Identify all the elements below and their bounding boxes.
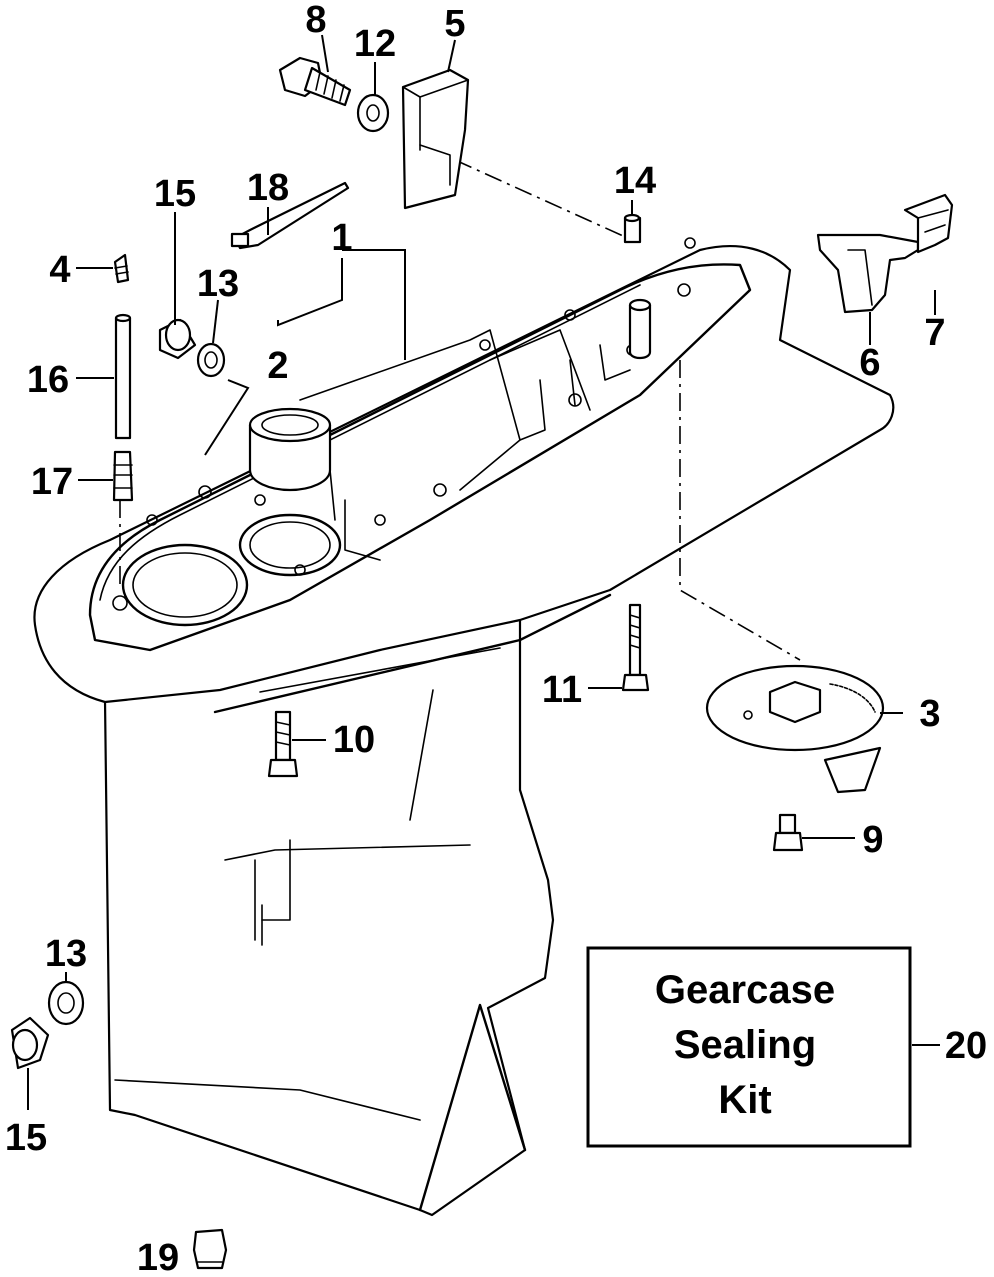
callout-13-lower: 13: [45, 933, 87, 975]
part-14-pin: [623, 213, 642, 244]
part-3-trim-tab: [705, 664, 885, 794]
part-18-cable-tie: [230, 181, 350, 250]
callout-5: 5: [444, 3, 465, 45]
part-13-washer-lower: [47, 980, 85, 1026]
kit-line-1: Gearcase: [655, 968, 835, 1012]
callout-2: 2: [267, 345, 288, 387]
callout-3: 3: [919, 693, 940, 735]
callout-19: 19: [137, 1237, 179, 1277]
callout-4: 4: [49, 249, 70, 291]
gearcase-housing: [33, 237, 895, 1217]
part-10-bolt: [267, 710, 299, 778]
part-6-intake-screen: [816, 233, 920, 314]
part-11-bolt: [621, 603, 650, 692]
part-12-washer: [356, 93, 390, 133]
part-7-screen-cover: [903, 193, 954, 254]
callout-17: 17: [31, 461, 73, 503]
sealing-kit-frame: [586, 946, 912, 1148]
part-5-anode: [401, 68, 470, 210]
callout-10: 10: [333, 719, 375, 761]
sealing-kit-box: Gearcase Sealing Kit: [586, 946, 912, 1148]
part-4-fitting: [113, 253, 130, 284]
callout-1: 1: [331, 217, 352, 259]
callout-15-lower: 15: [5, 1117, 47, 1159]
callout-8: 8: [305, 0, 326, 41]
kit-line-2: Sealing: [674, 1023, 816, 1067]
callout-leaders: [27, 34, 940, 1110]
callout-15-upper: 15: [154, 173, 196, 215]
callout-9: 9: [862, 819, 883, 861]
part-16-tube: [114, 313, 132, 440]
part-8-bolt: [278, 56, 352, 107]
callout-12: 12: [354, 23, 396, 65]
part-9-screw: [772, 813, 804, 852]
part-15-plug-upper: [158, 318, 197, 360]
callout-20: 20: [945, 1025, 987, 1067]
callout-7: 7: [924, 312, 945, 354]
part-19-drain-plug: [192, 1228, 228, 1270]
kit-line-3: Kit: [718, 1078, 771, 1122]
callout-11: 11: [542, 669, 582, 711]
callout-numbers: 1 2 3 4 5 6 7 8 9 10 11 12 13 13 14 15 1…: [5, 0, 987, 1277]
callout-16: 16: [27, 359, 69, 401]
callout-14: 14: [614, 160, 656, 202]
part-15-plug-lower: [10, 1016, 50, 1070]
callout-18: 18: [247, 167, 289, 209]
callout-6: 6: [859, 342, 880, 384]
alignment-lines: [119, 159, 801, 661]
part-17-grommet: [112, 450, 134, 502]
callout-13-upper: 13: [197, 263, 239, 305]
part-13-washer-upper: [196, 342, 226, 378]
